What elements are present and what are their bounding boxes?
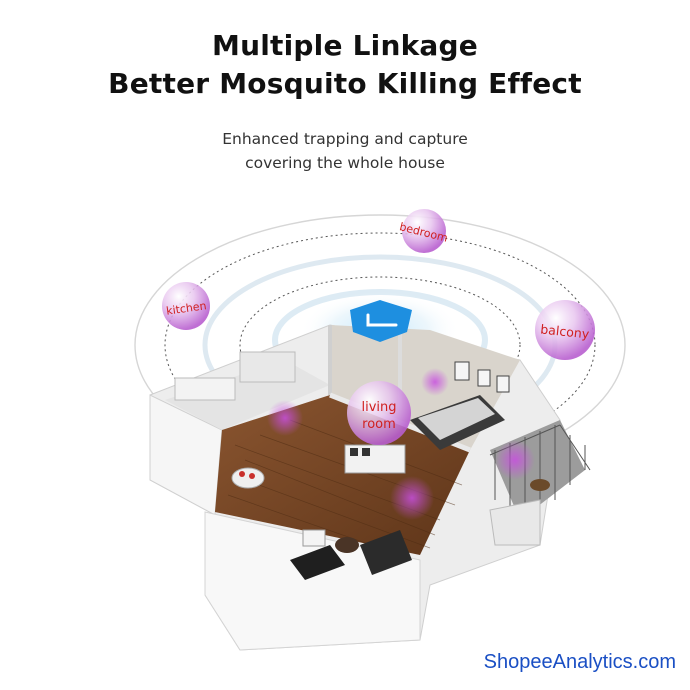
bubble-balcony: balcony — [535, 300, 595, 360]
glow-balcony — [495, 440, 535, 480]
device-glows — [267, 368, 535, 520]
ring-dotted-inner — [239, 276, 521, 414]
stool — [335, 537, 359, 553]
glow-kitchen — [267, 400, 303, 436]
armchair — [290, 545, 345, 580]
headline-line-2: Better Mosquito Killing Effect — [108, 67, 582, 100]
dining-table — [231, 467, 265, 489]
watermark: ShopeeAnalytics.com — [483, 651, 676, 673]
subheading-line-2: covering the whole house — [245, 154, 445, 172]
subheading-line-1: Enhanced trapping and capture — [222, 130, 468, 148]
room-bubbles: bedroom kitchen balcony living room — [162, 209, 595, 445]
bubble-bedroom: bedroom — [398, 209, 449, 253]
glow-bedroom — [421, 368, 449, 396]
kitchen-shelf — [239, 351, 296, 383]
bubble-kitchen: kitchen — [162, 282, 210, 330]
bubble-kitchen-label: kitchen — [165, 299, 207, 318]
bubble-living-room: living room — [347, 381, 411, 445]
shield-icon — [350, 300, 412, 342]
ring-dotted-outer — [164, 232, 596, 458]
bubble-living-label-2: room — [362, 417, 396, 432]
side-table — [302, 529, 326, 547]
bubble-balcony-label: balcony — [540, 321, 591, 341]
sofa — [360, 530, 412, 575]
kitchen-cabinet — [174, 377, 236, 401]
glow-living — [390, 476, 434, 520]
headline-line-1: Multiple Linkage — [212, 29, 478, 62]
bubble-living-label-1: living — [361, 400, 396, 415]
central-device-icon — [350, 300, 412, 342]
house-model — [149, 324, 591, 651]
